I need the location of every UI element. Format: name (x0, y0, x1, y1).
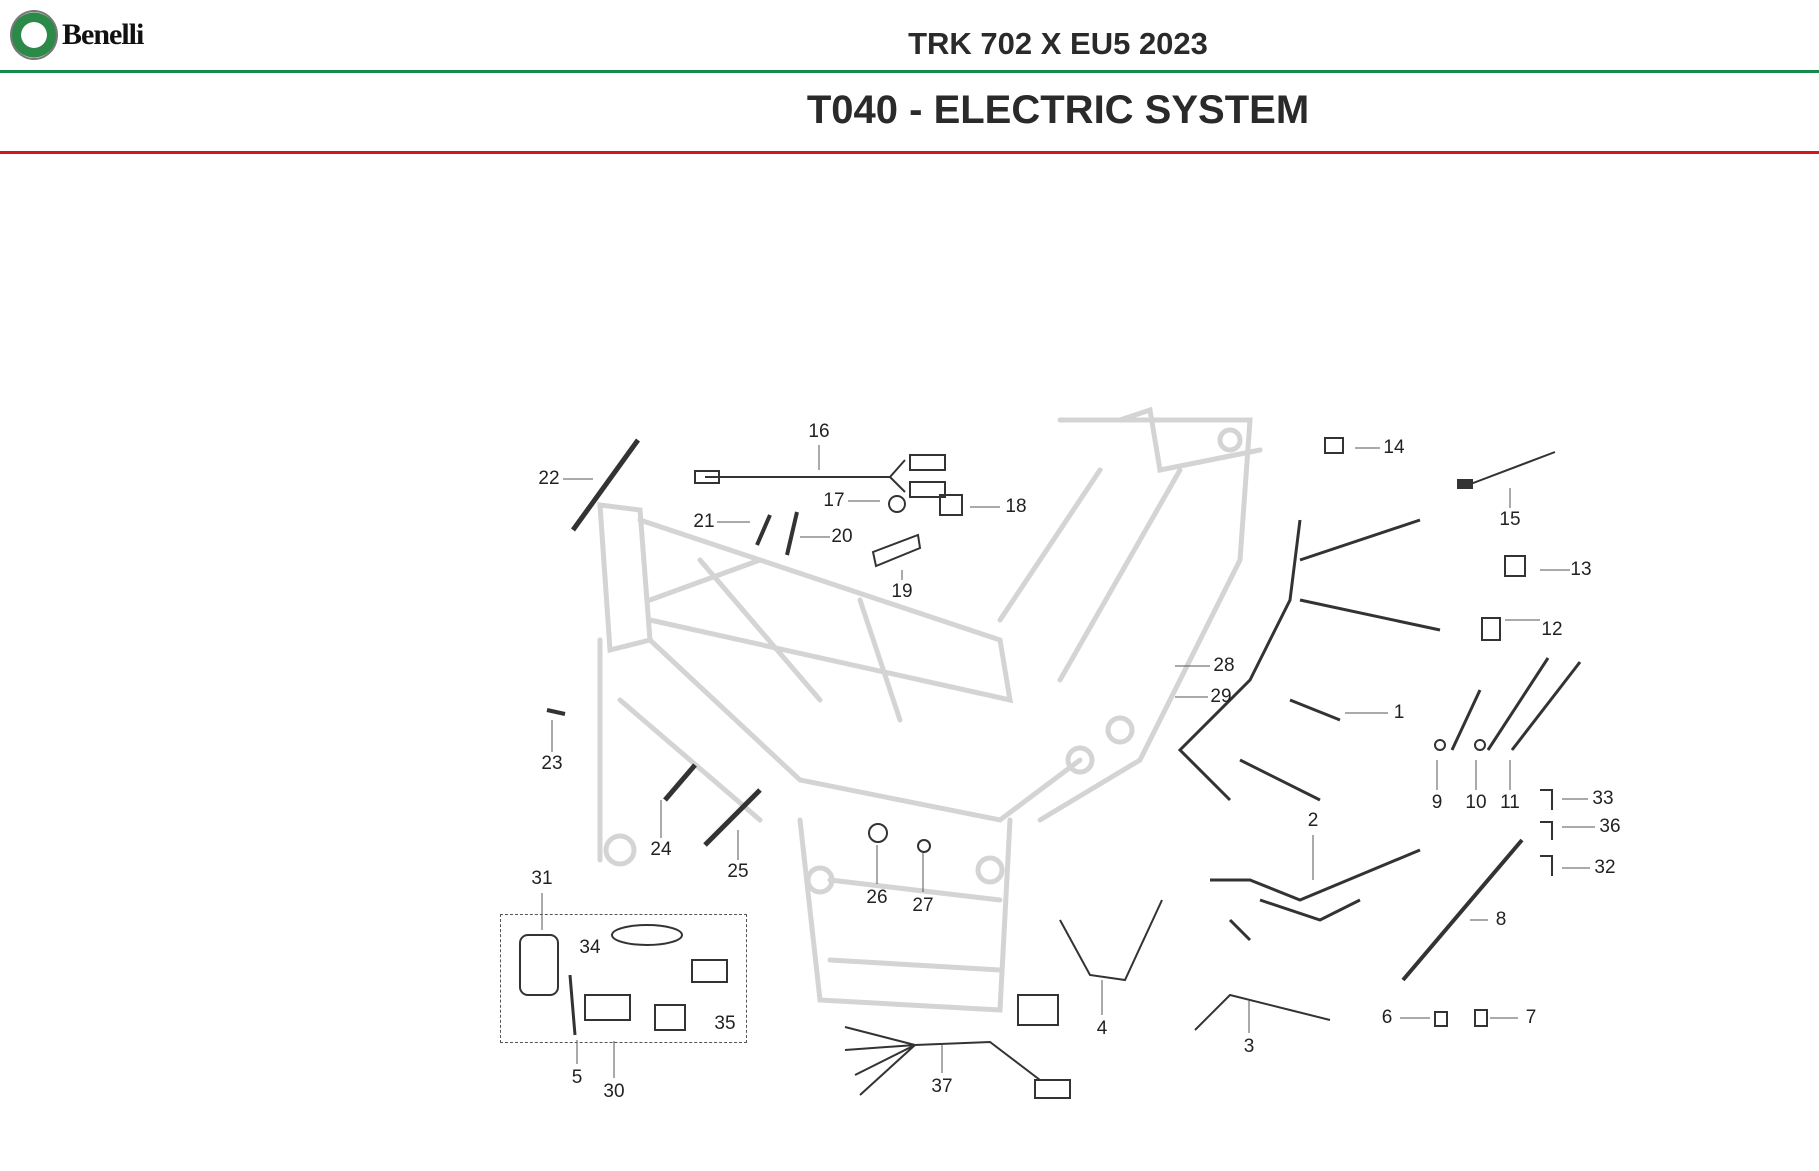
callout-3: 3 (1243, 1036, 1255, 1057)
callout-8: 8 (1495, 909, 1507, 930)
callout-2: 2 (1307, 810, 1319, 831)
part-19-bracket (871, 533, 922, 568)
callout-17: 17 (823, 490, 845, 511)
logo-badge (10, 10, 58, 60)
callout-12: 12 (1541, 619, 1563, 640)
part-37-harness (844, 1026, 1041, 1096)
part-2-wiring-harness (1210, 848, 1421, 942)
model-title: TRK 702 X EU5 2023 (908, 26, 1208, 61)
callout-1: 1 (1393, 702, 1405, 723)
red-divider (0, 151, 1819, 154)
callout-19: 19 (891, 581, 913, 602)
callout-30: 30 (603, 1081, 625, 1102)
callout-28: 28 (1213, 655, 1235, 676)
callout-9: 9 (1431, 792, 1443, 813)
callout-31: 31 (531, 868, 553, 889)
callout-34: 34 (579, 937, 601, 958)
callout-36: 36 (1599, 816, 1621, 837)
callout-16: 16 (808, 421, 830, 442)
callout-24: 24 (650, 839, 672, 860)
callout-20: 20 (831, 526, 853, 547)
callout-22: 22 (538, 468, 560, 489)
callout-26: 26 (866, 887, 888, 908)
callout-29: 29 (1210, 686, 1232, 707)
callout-23: 23 (541, 753, 563, 774)
callout-4: 4 (1096, 1018, 1108, 1039)
logo-text: Benelli (62, 18, 144, 51)
part-8-tie (1401, 838, 1524, 982)
part-1-wiring-harness (1177, 518, 1441, 802)
section-title: T040 - ELECTRIC SYSTEM (806, 88, 1310, 132)
callout-27: 27 (912, 895, 934, 916)
part-16-sensor-cable (705, 459, 906, 493)
part-3-cable (1194, 993, 1331, 1031)
callout-18: 18 (1005, 496, 1027, 517)
leader-lines (541, 445, 1595, 1078)
callout-33: 33 (1592, 788, 1614, 809)
callout-7: 7 (1525, 1007, 1537, 1028)
callout-10: 10 (1465, 792, 1487, 813)
frame-drawing (597, 406, 1263, 1013)
part-4-cable (1059, 899, 1163, 982)
parts-drawings (519, 437, 1582, 1099)
callout-32: 32 (1594, 857, 1616, 878)
callout-6: 6 (1381, 1007, 1393, 1028)
callout-21: 21 (693, 511, 715, 532)
benelli-logo: Benelli (10, 10, 144, 60)
part-22-cable (570, 438, 641, 532)
callout-25: 25 (727, 861, 749, 882)
callout-35: 35 (714, 1013, 736, 1034)
callout-5: 5 (571, 1067, 583, 1088)
callout-13: 13 (1570, 559, 1592, 580)
green-divider (0, 70, 1819, 73)
callout-15: 15 (1499, 509, 1521, 530)
callout-14: 14 (1383, 437, 1405, 458)
callout-37: 37 (931, 1076, 953, 1097)
callout-11: 11 (1500, 792, 1520, 813)
ignition-lock-set-group-box (500, 914, 747, 1043)
